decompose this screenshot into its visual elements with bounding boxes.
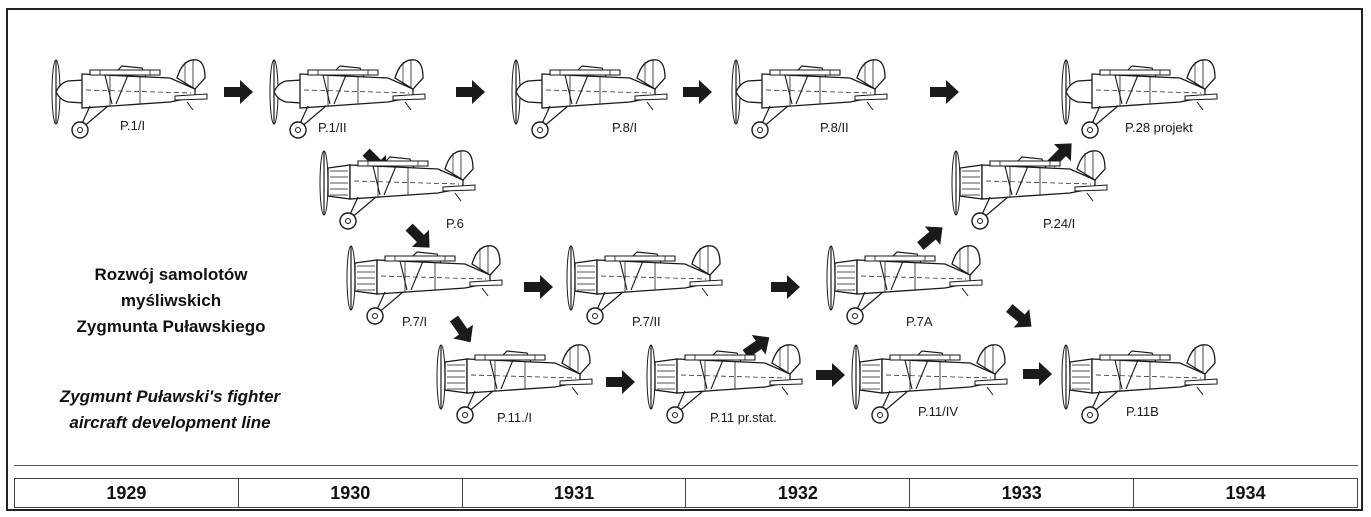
aircraft-drawing: P.1/II xyxy=(270,60,425,138)
flow-arrow xyxy=(401,219,438,256)
aircraft-label: P.6 xyxy=(446,216,464,231)
subtitle-line-2: aircraft development line xyxy=(20,410,320,436)
aircraft-drawing: P.8/I xyxy=(512,60,667,138)
aircraft-drawing: P.24/I xyxy=(952,151,1107,231)
flow-arrow xyxy=(913,218,951,255)
aircraft-drawing: P.7A xyxy=(827,246,982,329)
year-cell: 1930 xyxy=(239,479,463,507)
aircraft-label: P.1/II xyxy=(318,120,347,135)
aircraft-drawing: P.7/II xyxy=(567,246,722,329)
aircraft-drawing: P.11B xyxy=(1062,345,1217,423)
aircraft-label: P.11./I xyxy=(497,410,532,425)
flow-arrow xyxy=(930,80,959,104)
aircraft-label: P.7/II xyxy=(632,314,661,329)
year-cell: 1931 xyxy=(463,479,687,507)
title-line-2: myśliwskich xyxy=(40,288,302,314)
aircraft-drawing: P.8/II xyxy=(732,60,887,138)
flow-arrow xyxy=(224,80,253,104)
aircraft-drawing: P.7/I xyxy=(347,246,502,329)
year-cell: 1929 xyxy=(15,479,239,507)
aircraft-label: P.8/I xyxy=(612,120,637,135)
flow-arrow xyxy=(1002,299,1040,336)
aircraft-label: P.8/II xyxy=(820,120,849,135)
title-english: Zygmunt Puławski's fighter aircraft deve… xyxy=(20,384,320,436)
flow-arrow xyxy=(1043,135,1080,172)
year-cell: 1933 xyxy=(910,479,1134,507)
aircraft-drawing: P.11./I xyxy=(437,345,592,425)
aircraft-drawing: P.11 pr.stat. xyxy=(647,345,802,425)
flow-arrow xyxy=(456,80,485,104)
subtitle-line-1: Zygmunt Puławski's fighter xyxy=(20,384,320,410)
aircraft-label: P.7A xyxy=(906,314,933,329)
title-polish: Rozwój samolotów myśliwskich Zygmunta Pu… xyxy=(40,262,302,340)
aircraft-drawing: P.1/I xyxy=(52,60,207,138)
timeline-divider xyxy=(14,465,1358,466)
year-timeline: 1929 1930 1931 1932 1933 1934 xyxy=(14,478,1358,508)
flow-arrow xyxy=(1023,362,1052,386)
year-cell: 1932 xyxy=(686,479,910,507)
aircraft-label: P.11/IV xyxy=(918,404,958,419)
aircraft-label: P.7/I xyxy=(402,314,427,329)
aircraft-label: P.24/I xyxy=(1043,216,1075,231)
year-cell: 1934 xyxy=(1134,479,1357,507)
title-line-3: Zygmunta Puławskiego xyxy=(40,314,302,340)
aircraft-label: P.11B xyxy=(1126,404,1159,419)
aircraft-label: P.1/I xyxy=(120,118,145,133)
aircraft-label: P.28 projekt xyxy=(1125,120,1193,135)
flow-arrow xyxy=(816,363,845,387)
aircraft-drawing: P.6 xyxy=(320,151,475,231)
flow-arrow xyxy=(524,275,553,299)
aircraft-label: P.11 pr.stat. xyxy=(710,410,777,425)
aircraft-drawing: P.28 projekt xyxy=(1062,60,1217,138)
flow-arrow xyxy=(771,275,800,299)
flow-arrow xyxy=(444,312,480,350)
aircraft-drawing: P.11/IV xyxy=(852,345,1007,423)
flow-arrow xyxy=(683,80,712,104)
title-line-1: Rozwój samolotów xyxy=(40,262,302,288)
flow-arrow xyxy=(606,370,635,394)
